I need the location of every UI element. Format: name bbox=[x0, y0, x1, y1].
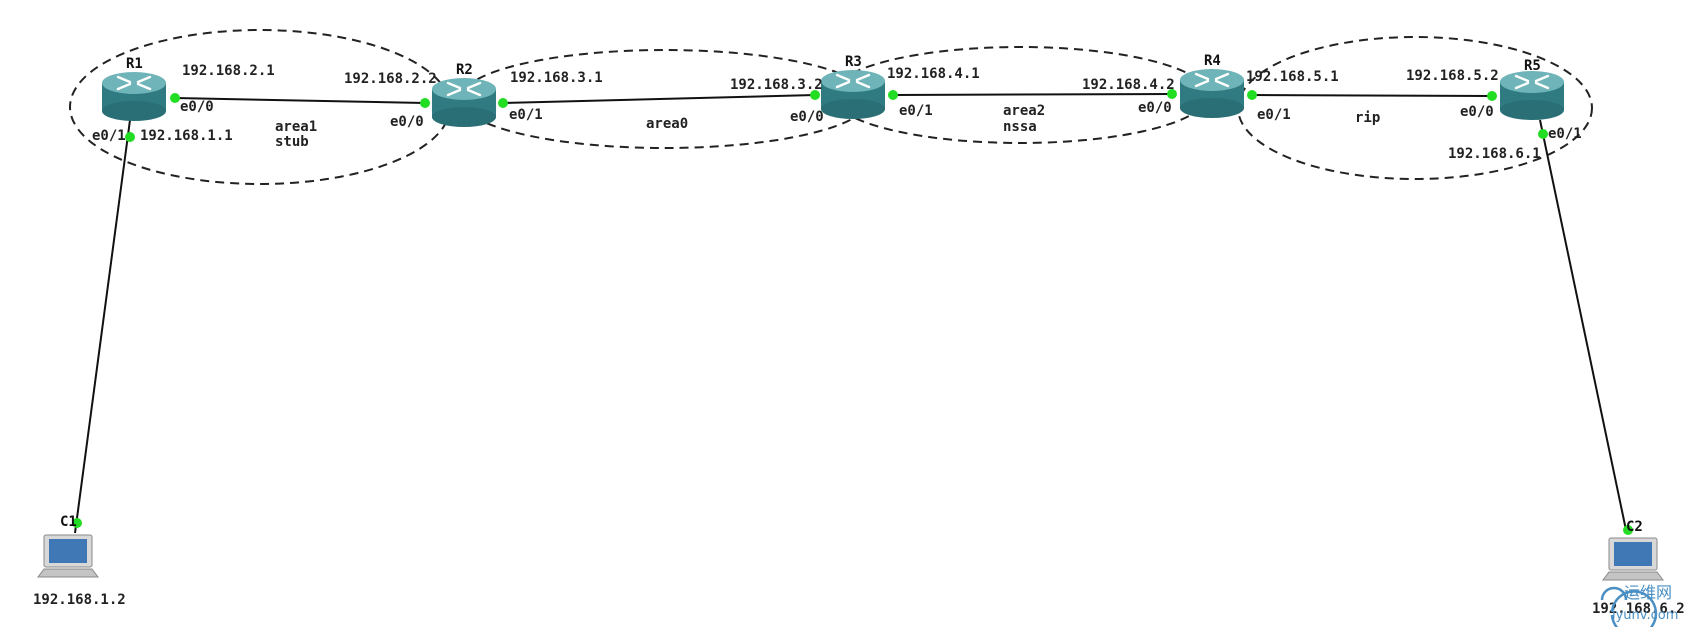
port-r4-e01 bbox=[1247, 90, 1257, 100]
r5-e01-ip: 192.168.6.1 bbox=[1448, 146, 1541, 162]
router-r1-label: R1 bbox=[126, 56, 143, 72]
link-r1-r2 bbox=[174, 97, 426, 104]
pc-c2[interactable] bbox=[1602, 537, 1664, 581]
watermark-swirl-icon bbox=[1600, 586, 1658, 627]
r4-e01-label: e0/1 bbox=[1257, 107, 1291, 123]
router-arrows-icon bbox=[446, 81, 482, 97]
area1-label: area1 bbox=[275, 119, 317, 135]
port-r5-e01 bbox=[1538, 129, 1548, 139]
pc-c1-ip: 192.168.1.2 bbox=[33, 592, 126, 608]
watermark-text: 运维网 bbox=[1624, 583, 1672, 602]
router-r2[interactable] bbox=[432, 78, 496, 127]
r1-e01-ip: 192.168.1.1 bbox=[140, 128, 233, 144]
r3-e00-ip: 192.168.3.2 bbox=[730, 77, 823, 93]
pc-c1[interactable] bbox=[37, 534, 99, 578]
r3-e01-label: e0/1 bbox=[899, 103, 933, 119]
watermark-domain: iyunv.com bbox=[1612, 608, 1678, 623]
router-r5-label: R5 bbox=[1524, 58, 1541, 74]
pc-c1-label: C1 bbox=[60, 514, 77, 530]
port-r3-e01 bbox=[888, 90, 898, 100]
area1-type-label: stub bbox=[275, 134, 309, 150]
router-r4[interactable] bbox=[1180, 69, 1244, 118]
router-arrows-icon bbox=[1514, 74, 1550, 90]
router-arrows-icon bbox=[1194, 72, 1230, 88]
router-r3-label: R3 bbox=[845, 54, 862, 70]
router-arrows-icon bbox=[835, 73, 871, 89]
watermark-logo: 运维网 iyunv.com bbox=[1600, 583, 1678, 627]
port-r1-e00 bbox=[170, 93, 180, 103]
router-r3[interactable] bbox=[821, 70, 885, 119]
link-r1-c1 bbox=[74, 119, 131, 534]
r5-e01-label: e0/1 bbox=[1548, 126, 1582, 142]
r4-e00-ip: 192.168.4.2 bbox=[1082, 77, 1175, 93]
link-r5-c2 bbox=[1539, 119, 1627, 531]
port-r5-e00 bbox=[1487, 91, 1497, 101]
router-r4-label: R4 bbox=[1204, 53, 1221, 69]
port-r3-e00 bbox=[810, 90, 820, 100]
link-r2-r3 bbox=[502, 94, 816, 104]
router-r5[interactable] bbox=[1500, 71, 1564, 120]
port-r2-e01 bbox=[498, 98, 508, 108]
r5-e00-ip: 192.168.5.2 bbox=[1406, 68, 1499, 84]
port-r2-e00 bbox=[420, 98, 430, 108]
link-r4-r5 bbox=[1251, 94, 1493, 97]
port-r4-e00 bbox=[1167, 89, 1177, 99]
area2-type-label: nssa bbox=[1003, 119, 1037, 135]
r2-e01-label: e0/1 bbox=[509, 107, 543, 123]
port-c1 bbox=[72, 518, 82, 528]
r1-e00-label: e0/0 bbox=[180, 99, 214, 115]
pc-c2-label: C2 bbox=[1626, 519, 1643, 535]
r2-e00-label: e0/0 bbox=[390, 114, 424, 130]
r1-e01-label: e0/1 bbox=[92, 128, 126, 144]
r3-e01-ip: 192.168.4.1 bbox=[887, 66, 980, 82]
r5-e00-label: e0/0 bbox=[1460, 104, 1494, 120]
area2-label: area2 bbox=[1003, 103, 1045, 119]
pc-c2-ip: 192.168.6.2 bbox=[1592, 601, 1685, 617]
r4-e00-label: e0/0 bbox=[1138, 100, 1172, 116]
port-r1-e01 bbox=[125, 132, 135, 142]
rip-label: rip bbox=[1355, 110, 1380, 126]
r2-e00-ip: 192.168.2.2 bbox=[344, 71, 437, 87]
r2-e01-ip: 192.168.3.1 bbox=[510, 70, 603, 86]
area0-label: area0 bbox=[646, 116, 688, 132]
r3-e00-label: e0/0 bbox=[790, 109, 824, 125]
router-r2-label: R2 bbox=[456, 62, 473, 78]
link-r3-r4 bbox=[892, 93, 1173, 96]
r1-e00-ip: 192.168.2.1 bbox=[182, 63, 275, 79]
router-r1[interactable] bbox=[102, 72, 166, 121]
port-c2 bbox=[1623, 525, 1633, 535]
router-arrows-icon bbox=[116, 75, 152, 91]
r4-e01-ip: 192.168.5.1 bbox=[1246, 69, 1339, 85]
